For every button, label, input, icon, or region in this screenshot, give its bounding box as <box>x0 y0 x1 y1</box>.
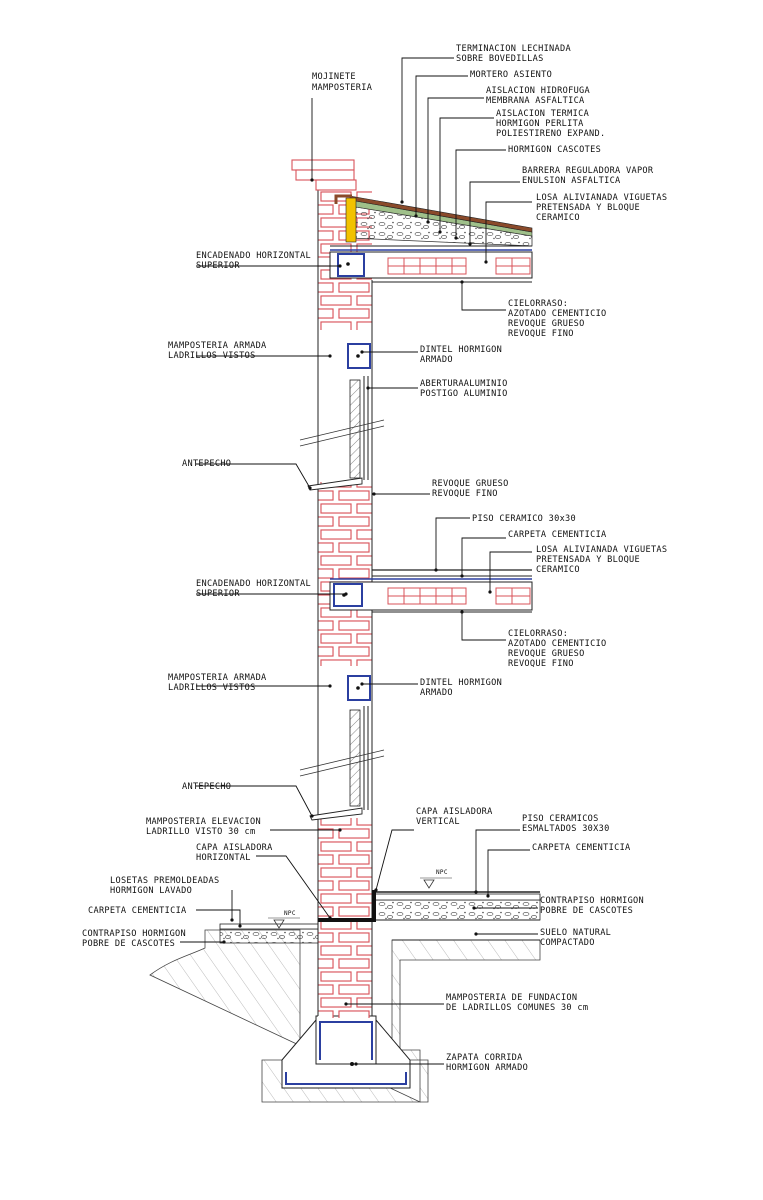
label-hormigon-cascotes: HORMIGON CASCOTES <box>508 145 601 155</box>
exterior-contrapiso <box>219 928 319 944</box>
lower-window <box>299 675 385 821</box>
exterior-carpeta <box>219 923 319 930</box>
label-antepecho-2: ANTEPECHO <box>182 782 231 792</box>
upper-window <box>299 343 385 491</box>
label-carpeta-exterior: CARPETA CEMENTICIA <box>88 906 187 916</box>
leader-lines <box>180 57 538 1066</box>
label-piso-ceramico: PISO CERAMICO 30x30 <box>472 514 576 524</box>
label-carpeta-1: CARPETA CEMENTICIA <box>508 530 607 540</box>
interior-carpeta <box>371 893 541 901</box>
level-marker-exterior: NPC <box>268 910 300 929</box>
level-marker-interior: NPC <box>420 869 452 889</box>
footing-rebar-stirrup <box>319 1021 373 1060</box>
npc-interior-label: NPC <box>436 869 448 876</box>
npc-exterior-label: NPC <box>284 910 296 917</box>
footing-rebar-base <box>285 1072 407 1085</box>
damp-proof-course <box>318 890 376 922</box>
label-antepecho-1: ANTEPECHO <box>182 459 231 469</box>
footing-neck <box>315 1015 377 1065</box>
interior-contrapiso <box>371 899 541 921</box>
label-mortero: MORTERO ASIENTO <box>470 70 552 80</box>
roof-assembly <box>329 194 533 283</box>
ground-and-foundation <box>149 891 541 1103</box>
label-carpeta-2: CARPETA CEMENTICIA <box>532 843 631 853</box>
intermediate-slab <box>329 569 533 613</box>
